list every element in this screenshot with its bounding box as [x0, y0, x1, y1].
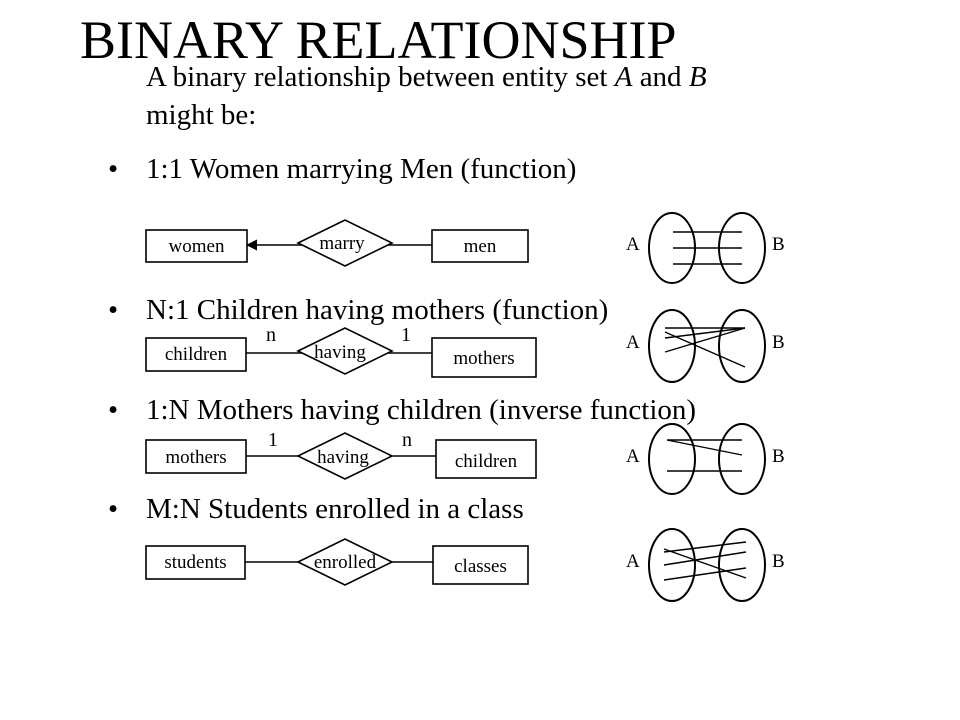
relationship-diamond	[296, 327, 394, 375]
bullet-icon: •	[108, 493, 118, 525]
mapping-line	[664, 331, 746, 368]
relationship-label: marry	[319, 233, 365, 254]
entity-box-right	[432, 545, 529, 585]
relationship-diamond	[296, 219, 394, 267]
set-b-label: B	[772, 332, 785, 353]
relationship-diamond	[296, 538, 394, 586]
set-a-oval	[648, 423, 696, 495]
set-b-label: B	[772, 446, 785, 467]
mapping-line	[663, 548, 747, 579]
relationship-one-to-many: • 1:N Mothers having children (inverse f…	[108, 394, 785, 495]
intro-set-a: A	[613, 61, 633, 93]
bullet-icon: •	[108, 294, 118, 326]
entity-box-left	[145, 545, 246, 580]
set-a-label: A	[626, 446, 640, 467]
relationship-many-to-one: • N:1 Children having mothers (function)…	[108, 294, 785, 383]
cardinality-left: n	[266, 324, 276, 346]
mapping-line	[664, 327, 746, 339]
bullet-icon: •	[108, 394, 118, 426]
relationship-label: having	[317, 447, 369, 468]
entity-label-right: classes	[454, 556, 507, 577]
bullet-text: 1:1 Women marrying Men (function)	[146, 153, 576, 185]
entity-label-right: men	[464, 236, 497, 257]
entity-label-left: mothers	[165, 447, 226, 468]
set-b-label: B	[772, 551, 785, 572]
relationship-one-to-one: • 1:1 Women marrying Men (function) wome…	[108, 153, 785, 284]
cardinality-right: 1	[401, 324, 411, 346]
intro-line-1: A binary relationship between entity set…	[146, 61, 707, 93]
intro-line-2: might be:	[146, 99, 256, 131]
intro-and: and	[632, 61, 688, 93]
set-a-label: A	[626, 551, 640, 572]
set-a-oval	[648, 528, 696, 602]
mapping-line	[663, 567, 747, 581]
set-b-oval	[718, 423, 766, 495]
bullet-text: N:1 Children having mothers (function)	[146, 294, 608, 326]
entity-box-right	[435, 439, 537, 479]
bullet-text: 1:N Mothers having children (inverse fun…	[146, 394, 696, 426]
mapping-line	[663, 551, 747, 566]
set-b-label: B	[772, 234, 785, 255]
entity-label-left: women	[169, 236, 225, 257]
mapping-line	[666, 439, 743, 456]
mapping-line	[664, 327, 746, 353]
set-a-label: A	[626, 234, 640, 255]
intro-text: A binary relationship between entity set	[146, 61, 615, 93]
entity-label-left: children	[165, 344, 228, 365]
cardinality-left: 1	[268, 429, 278, 451]
entity-label-right: children	[455, 451, 518, 472]
entity-box-left	[145, 439, 247, 474]
entity-box-right	[431, 337, 537, 378]
intro-set-b: B	[689, 61, 707, 93]
cardinality-right: n	[402, 429, 412, 451]
entity-box-left	[145, 337, 247, 372]
relationship-many-to-many: • M:N Students enrolled in a class stude…	[108, 493, 785, 602]
entity-label-left: students	[164, 552, 226, 573]
entity-label-right: mothers	[453, 348, 514, 369]
relationship-diamond	[296, 432, 394, 480]
set-a-oval	[648, 309, 696, 383]
slide-title: BINARY RELATIONSHIP	[80, 10, 677, 70]
bullet-icon: •	[108, 153, 118, 185]
mapping-line	[663, 541, 747, 553]
set-b-oval	[718, 528, 766, 602]
bullet-text: M:N Students enrolled in a class	[146, 493, 524, 525]
set-a-label: A	[626, 332, 640, 353]
set-b-oval	[718, 309, 766, 383]
relationship-label: having	[314, 342, 366, 363]
relationship-label: enrolled	[314, 552, 377, 573]
entity-box-right	[431, 229, 529, 263]
entity-box-left	[145, 229, 248, 263]
